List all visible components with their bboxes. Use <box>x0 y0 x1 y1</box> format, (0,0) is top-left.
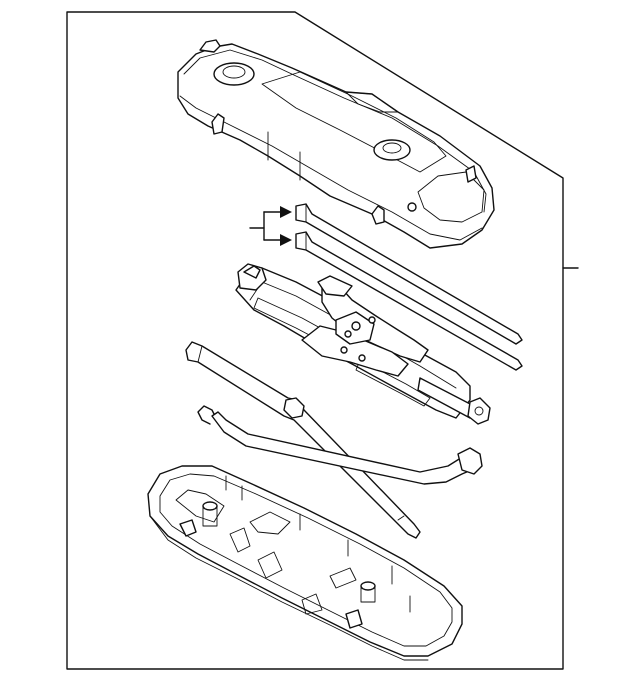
hook-crank-handle <box>197 405 483 485</box>
jack-handle-extension <box>185 341 421 539</box>
scissor-jack <box>235 263 491 425</box>
assembly-frame <box>66 11 564 670</box>
tool-tray-base <box>147 465 463 661</box>
tool-tray-cover <box>177 39 495 249</box>
wheel-bolt-wrench-rods <box>249 203 523 371</box>
